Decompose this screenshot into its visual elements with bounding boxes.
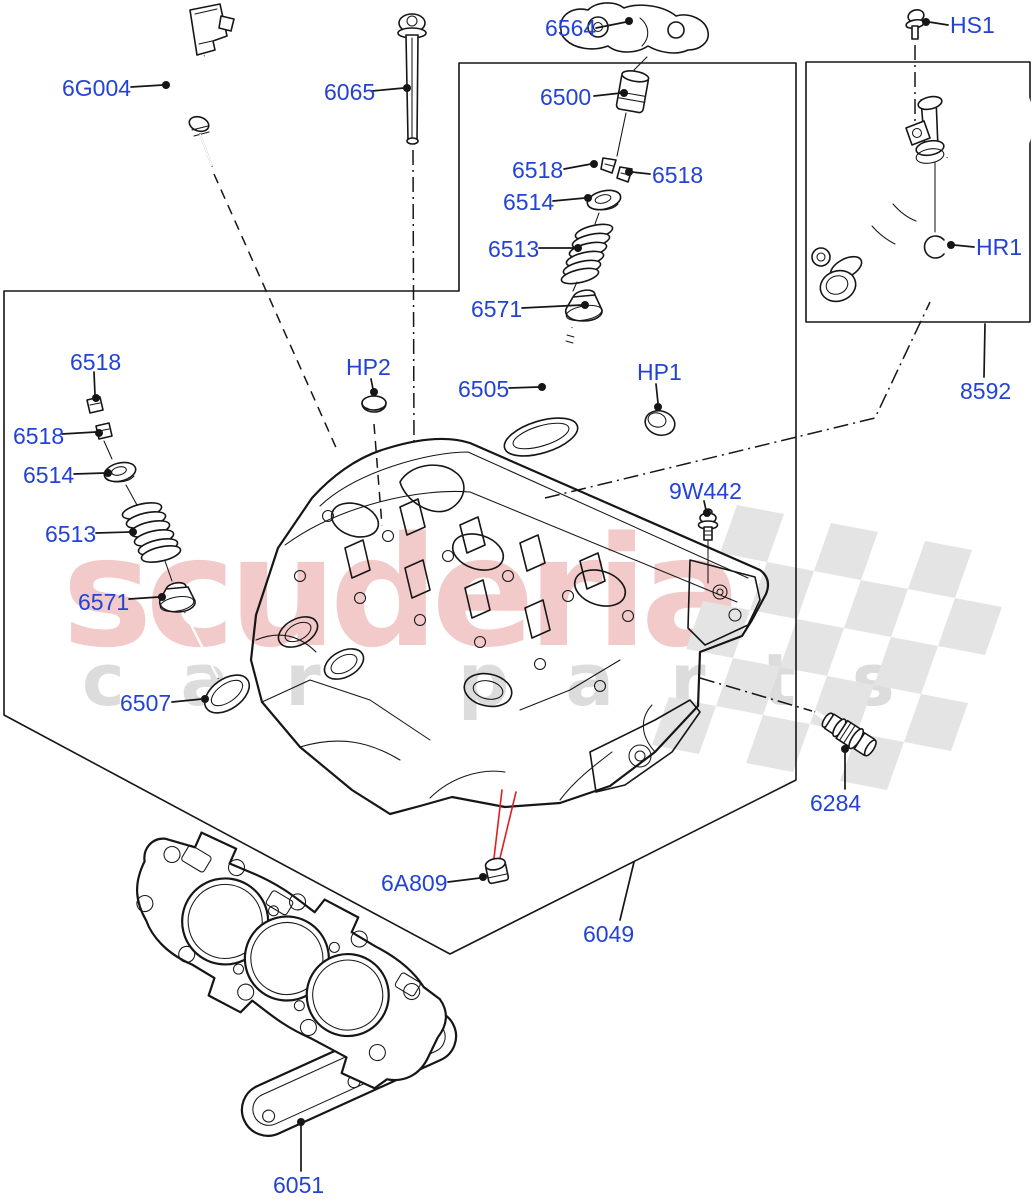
part-label-6518-left-b: 6518 [13, 423, 65, 449]
part-drawing-6514-retainer-left [103, 461, 137, 483]
part-label-6065: 6065 [324, 79, 376, 105]
part-drawing-hs1-bolt [905, 9, 925, 131]
part-drawing-hr1-clip [923, 235, 945, 259]
part-drawing-6065-bolt [397, 13, 427, 444]
part-label-8592: 8592 [960, 378, 1012, 404]
part-drawing-6051-head-gasket [135, 831, 458, 1137]
part-drawing-6505-valve [503, 327, 579, 457]
hose-connection-line [544, 301, 931, 499]
checkered-flag-watermark [652, 505, 1002, 790]
sensor-6284-line [699, 677, 813, 712]
part-label-6518-right-a: 6518 [512, 157, 564, 183]
part-drawing-6507-valve [183, 612, 251, 714]
part-drawing-8592-hose [811, 72, 1034, 303]
part-label-6513-right: 6513 [488, 236, 540, 262]
part-label-6514-left: 6514 [23, 462, 75, 488]
part-drawing-6513-spring-right [560, 223, 614, 285]
part-drawing-hp2-plug [361, 395, 387, 527]
part-label-6051: 6051 [273, 1172, 325, 1198]
part-label-9w442: 9W442 [669, 478, 742, 504]
part-drawing-6500-tappet [615, 70, 650, 114]
main-group-outline [3, 62, 797, 955]
part-label-6518-left-a: 6518 [70, 349, 122, 375]
part-label-hr1: HR1 [976, 234, 1023, 260]
part-label-6g004: 6G004 [62, 75, 132, 101]
part-label-6505: 6505 [458, 376, 510, 402]
part-drawing-6571-seal-left [158, 581, 196, 613]
part-drawing-6514-retainer-right [586, 189, 622, 211]
part-label-6571-left: 6571 [78, 589, 130, 615]
part-label-6500: 6500 [540, 84, 592, 110]
part-label-hp2: HP2 [346, 354, 391, 380]
part-drawing-6g004-sensor [179, 3, 339, 453]
part-label-6571-right: 6571 [471, 296, 523, 322]
part-drawing-6049-cylinder-head [249, 437, 770, 816]
part-drawing-9w442-bolt [697, 508, 719, 584]
part-label-hp1: HP1 [637, 359, 682, 385]
part-label-6514-right: 6514 [503, 189, 555, 215]
part-label-hs1: HS1 [950, 12, 995, 38]
part-label-6564: 6564 [545, 15, 597, 41]
part-drawing-hp1-plug [644, 409, 676, 437]
part-drawing-6284-sensor [813, 710, 877, 757]
part-label-6518-right-b: 6518 [652, 162, 704, 188]
part-label-6a809: 6A809 [381, 870, 448, 896]
part-drawing-6564-rocker-arm [559, 2, 710, 71]
part-label-6284: 6284 [810, 790, 862, 816]
part-label-6507: 6507 [120, 690, 172, 716]
part-drawing-6513-spring-left [121, 502, 182, 563]
part-drawing-6a809-plug [484, 789, 517, 885]
part-label-6049: 6049 [583, 921, 635, 947]
leader-lines [61, 17, 986, 1172]
hose-group-outline [805, 61, 1031, 323]
part-label-6513-left: 6513 [45, 521, 97, 547]
